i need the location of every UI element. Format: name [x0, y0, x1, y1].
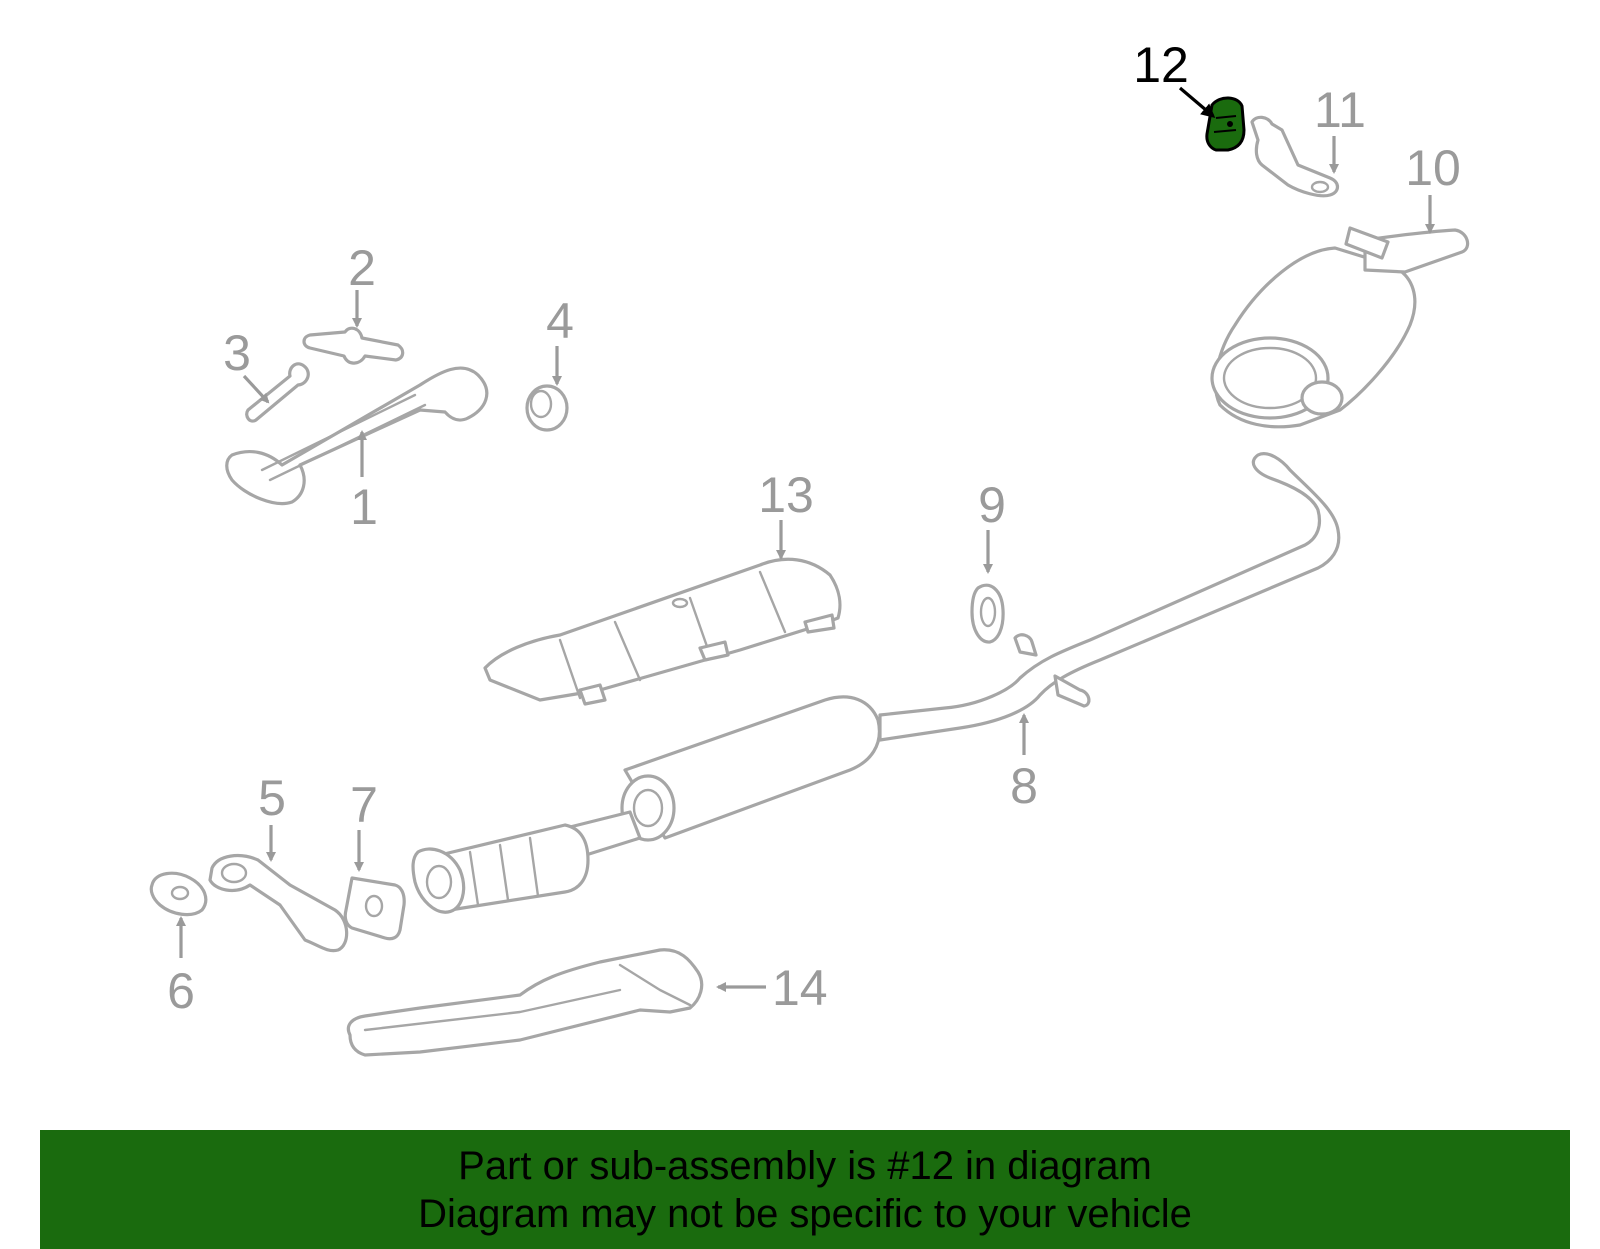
callout-5[interactable]: 5 — [258, 770, 286, 826]
banner-disclaimer: Diagram may not be specific to your vehi… — [418, 1191, 1192, 1236]
part-6-gasket[interactable] — [149, 871, 208, 917]
leader-12 — [1178, 86, 1216, 118]
part-12-hanger-insulator[interactable] — [1205, 96, 1246, 152]
banner-part-note: Part or sub-assembly is #12 in diagram — [458, 1143, 1152, 1188]
exhaust-system-diagram: 1 2 3 4 5 6 7 8 9 10 11 12 13 14 — [149, 37, 1470, 1057]
part-14-lower-heat-shield[interactable] — [346, 948, 704, 1057]
part-10-muffler[interactable] — [1210, 226, 1470, 429]
part-4-gasket[interactable] — [525, 384, 569, 432]
part-11-bracket[interactable] — [1250, 115, 1340, 198]
part-8-center-pipe-assembly[interactable] — [411, 452, 1341, 914]
callout-7[interactable]: 7 — [350, 777, 378, 833]
callout-9[interactable]: 9 — [978, 477, 1006, 533]
callout-4[interactable]: 4 — [546, 293, 574, 349]
part-7-gasket[interactable] — [343, 876, 406, 941]
callout-12[interactable]: 12 — [1133, 37, 1189, 93]
part-3-bolt[interactable] — [245, 362, 310, 423]
leader-3 — [242, 374, 270, 404]
callout-10[interactable]: 10 — [1405, 140, 1461, 196]
info-banner: Part or sub-assembly is #12 in diagram D… — [40, 1130, 1570, 1249]
part-5-flange-pipe[interactable] — [208, 853, 349, 953]
callout-14[interactable]: 14 — [772, 960, 828, 1016]
callout-2[interactable]: 2 — [348, 240, 376, 296]
part-1-front-pipe[interactable] — [225, 366, 489, 505]
callout-3[interactable]: 3 — [223, 325, 251, 381]
callout-8[interactable]: 8 — [1010, 758, 1038, 814]
callout-11[interactable]: 11 — [1314, 82, 1366, 138]
part-2-stud[interactable] — [302, 326, 405, 365]
part-13-heat-shield[interactable] — [483, 557, 842, 706]
callout-6[interactable]: 6 — [167, 963, 195, 1019]
part-9-gasket[interactable] — [970, 583, 1005, 644]
callout-13[interactable]: 13 — [758, 467, 814, 523]
callout-1[interactable]: 1 — [350, 479, 378, 535]
